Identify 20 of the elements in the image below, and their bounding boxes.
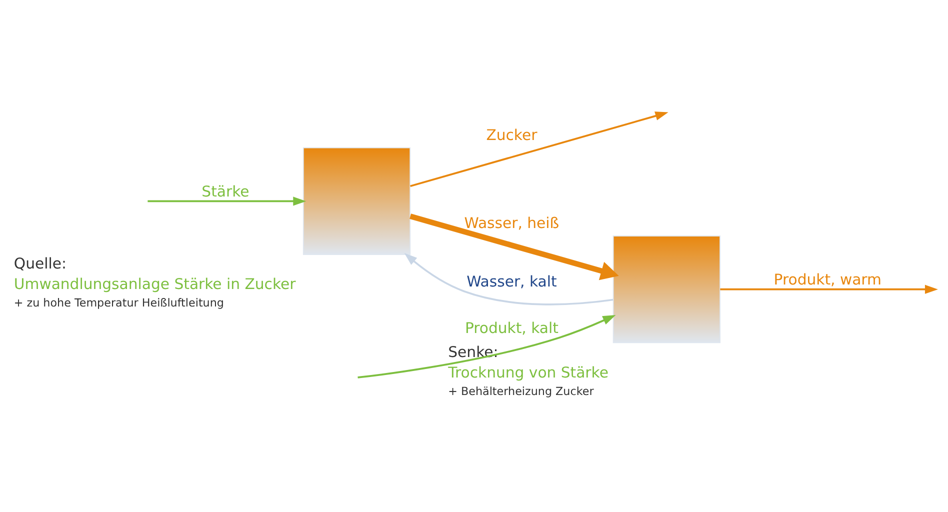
arrow xyxy=(410,112,668,188)
edge-label: Produkt, kalt xyxy=(464,320,558,337)
edge-label: Zucker xyxy=(486,126,538,144)
arrow xyxy=(410,214,619,280)
node-label: Senke: xyxy=(448,344,498,361)
edge-label: Wasser, kalt xyxy=(466,273,557,290)
node-label: + Behälterheizung Zucker xyxy=(448,384,594,398)
edge-label: Stärke xyxy=(202,183,250,200)
node-box xyxy=(612,236,720,344)
node-label: Trocknung von Stärke xyxy=(448,364,608,382)
arrow xyxy=(404,252,614,306)
node-label: Umwandlungsanlage Stärke in Zucker xyxy=(14,276,296,294)
arrow xyxy=(148,196,306,206)
edge-label: Wasser, heiß xyxy=(464,214,560,232)
node-box xyxy=(302,147,411,255)
arrow xyxy=(358,314,616,378)
node-label: + zu hohe Temperatur Heißluftleitung xyxy=(14,296,224,310)
edge-label: Produkt, warm xyxy=(774,272,882,289)
arrow xyxy=(720,284,938,294)
node-label: Quelle: xyxy=(14,256,66,273)
